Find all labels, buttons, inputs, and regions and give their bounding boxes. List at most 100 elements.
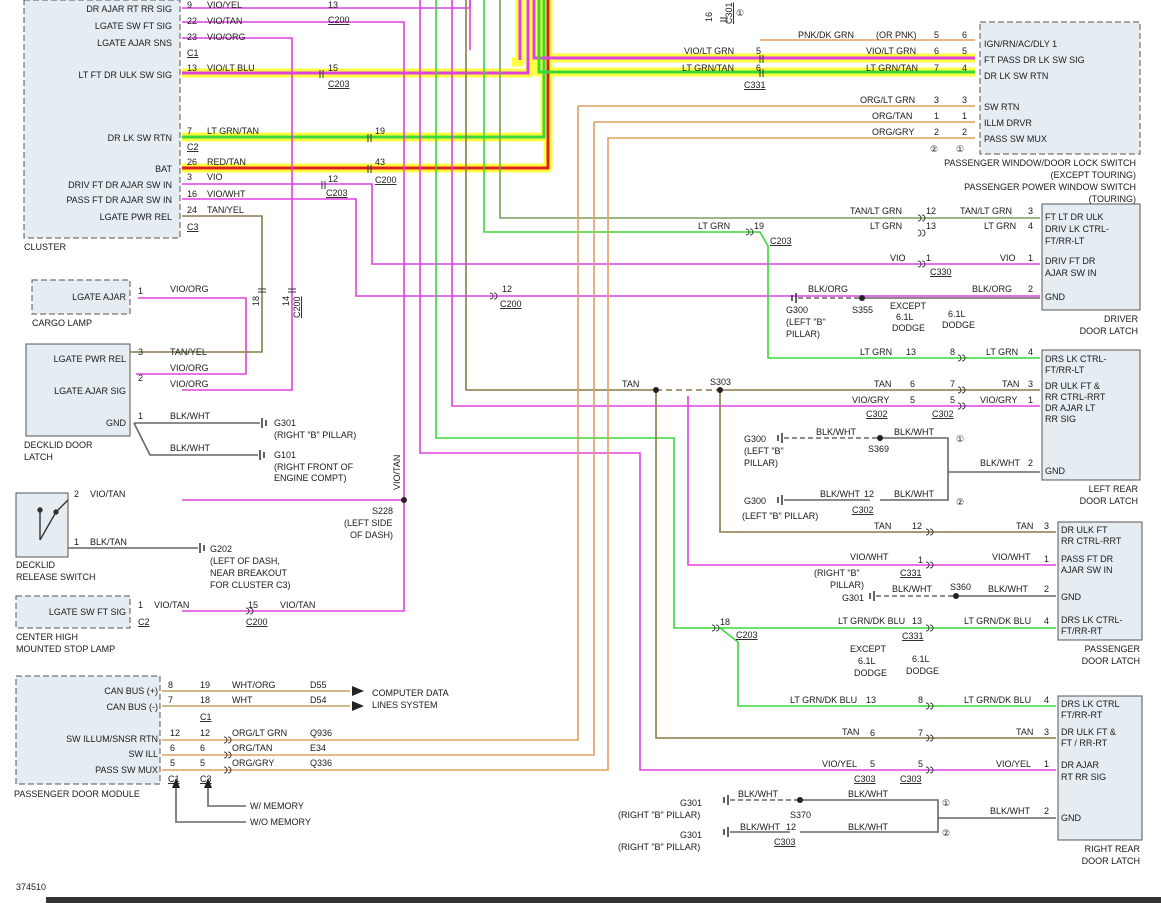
svg-text:5: 5 [756,46,761,56]
highlight-wires [182,0,975,173]
svg-text:VIO/LT GRN: VIO/LT GRN [866,46,916,56]
pass-switch-pins: IGN/RN/AC/DLY 1 FT PASS DR LK SW SIG DR … [984,39,1085,144]
svg-text:RT RR SIG: RT RR SIG [1061,772,1106,782]
decklid-latch-pins: LGATE PWR REL LGATE AJAR SIG GND [54,354,127,428]
svg-text:7: 7 [950,379,955,389]
svg-text:WHT/ORG: WHT/ORG [232,680,276,690]
svg-text:13: 13 [906,347,916,357]
svg-text:C2: C2 [138,617,150,627]
svg-text:LT FT DR ULK SW SIG: LT FT DR ULK SW SIG [78,70,172,80]
svg-text:FT/RR-LT: FT/RR-LT [1045,365,1085,375]
svg-text:5: 5 [962,46,967,56]
svg-text:COMPUTER DATA: COMPUTER DATA [372,688,449,698]
svg-text:6.1L: 6.1L [858,656,876,666]
svg-text:C200: C200 [375,175,397,185]
svg-text:1: 1 [926,253,931,263]
svg-text:C2: C2 [187,142,199,152]
svg-text:ORG/TAN: ORG/TAN [872,111,912,121]
svg-text:S355: S355 [852,305,873,315]
svg-text:ORG/LT GRN: ORG/LT GRN [232,728,287,738]
svg-text:DR AJAR LT: DR AJAR LT [1045,403,1096,413]
svg-text:13: 13 [912,616,922,626]
svg-text:D54: D54 [310,695,327,705]
svg-text:1: 1 [918,555,923,565]
svg-text:VIO/GRY: VIO/GRY [852,395,889,405]
svg-text:2: 2 [1044,806,1049,816]
svg-text:12: 12 [786,822,796,832]
svg-text:FT/RR-RT: FT/RR-RT [1061,626,1103,636]
svg-text:5: 5 [910,395,915,405]
svg-text:ORG/LT GRN: ORG/LT GRN [860,95,915,105]
svg-text:RED/TAN: RED/TAN [207,157,246,167]
svg-text:(RIGHT "B": (RIGHT "B" [814,568,860,578]
svg-text:BLK/ORG: BLK/ORG [972,284,1012,294]
svg-text:24: 24 [187,205,197,215]
svg-text:PILLAR): PILLAR) [786,329,820,339]
svg-text:DR AJAR RT RR SIG: DR AJAR RT RR SIG [86,4,172,14]
svg-text:VIO/YEL: VIO/YEL [996,759,1031,769]
figure-id: 374510 [16,882,46,892]
svg-text:1: 1 [1044,554,1049,564]
svg-text:LT GRN: LT GRN [860,347,892,357]
svg-text:ORG/GRY: ORG/GRY [872,127,914,137]
svg-text:DR LK SW RTN: DR LK SW RTN [984,71,1048,81]
svg-text:26: 26 [187,157,197,167]
connector-marks [223,17,966,774]
svg-text:FT LT DR ULK: FT LT DR ULK [1045,212,1104,222]
svg-text:5: 5 [870,759,875,769]
svg-text:1: 1 [138,600,143,610]
svg-text:DRS LK CTRL-: DRS LK CTRL- [1045,354,1107,364]
svg-text:13: 13 [866,695,876,705]
svg-text:FT/RR-RT: FT/RR-RT [1061,710,1103,720]
svg-text:12: 12 [170,728,180,738]
svg-text:TAN: TAN [622,379,639,389]
svg-text:12: 12 [502,284,512,294]
svg-text:TAN: TAN [1016,727,1033,737]
svg-text:9: 9 [187,0,192,10]
svg-text:DRS LK CTRL: DRS LK CTRL [1061,699,1120,709]
svg-text:BLK/WHT: BLK/WHT [894,489,935,499]
svg-text:VIO/GRY: VIO/GRY [980,395,1017,405]
svg-text:C203: C203 [770,236,792,246]
svg-text:14: 14 [281,296,291,306]
svg-text:VIO/ORG: VIO/ORG [170,379,209,389]
svg-text:6: 6 [870,728,875,738]
svg-text:(LEFT OF DASH,: (LEFT OF DASH, [210,556,280,566]
decklid-latch-label: DECKLID DOOR [24,440,93,450]
svg-text:12: 12 [328,174,338,184]
svg-text:MOUNTED STOP LAMP: MOUNTED STOP LAMP [16,644,115,654]
svg-text:DOOR LATCH: DOOR LATCH [1080,496,1138,506]
svg-text:BLK/WHT: BLK/WHT [170,411,211,421]
svg-text:VIO: VIO [207,172,223,182]
svg-text:C203: C203 [326,188,348,198]
svg-text:C303: C303 [900,774,922,784]
svg-text:8: 8 [918,695,923,705]
svg-text:12: 12 [912,521,922,531]
svg-text:C200: C200 [328,15,350,25]
svg-text:BLK/ORG: BLK/ORG [808,284,848,294]
svg-text:SW ILL: SW ILL [128,749,158,759]
svg-text:16: 16 [704,12,714,22]
svg-text:①: ① [736,8,744,18]
svg-text:BLK/TAN: BLK/TAN [90,537,127,547]
svg-text:NEAR BREAKOUT: NEAR BREAKOUT [210,568,288,578]
svg-text:5: 5 [918,759,923,769]
svg-text:②: ② [930,144,938,154]
svg-text:PASS SW MUX: PASS SW MUX [984,134,1047,144]
svg-text:DR LK SW RTN: DR LK SW RTN [108,133,172,143]
svg-text:4: 4 [1028,347,1033,357]
svg-text:VIO: VIO [1000,253,1016,263]
svg-text:6.1L: 6.1L [912,654,930,664]
svg-text:6: 6 [200,743,205,753]
pdm-pins: CAN BUS (+) CAN BUS (-) SW ILLUM/SNSR RT… [66,686,158,775]
svg-text:EXCEPT: EXCEPT [850,644,887,654]
svg-text:1: 1 [138,411,143,421]
svg-text:(TOURING): (TOURING) [1089,194,1136,204]
svg-text:C331: C331 [900,568,922,578]
svg-text:VIO/ORG: VIO/ORG [207,32,246,42]
svg-text:BLK/WHT: BLK/WHT [738,789,779,799]
pass-switch-box [979,21,1141,155]
driver-latch-pins: FT LT DR ULK DRIV LK CTRL- FT/RR-LT DRIV… [1045,212,1109,302]
